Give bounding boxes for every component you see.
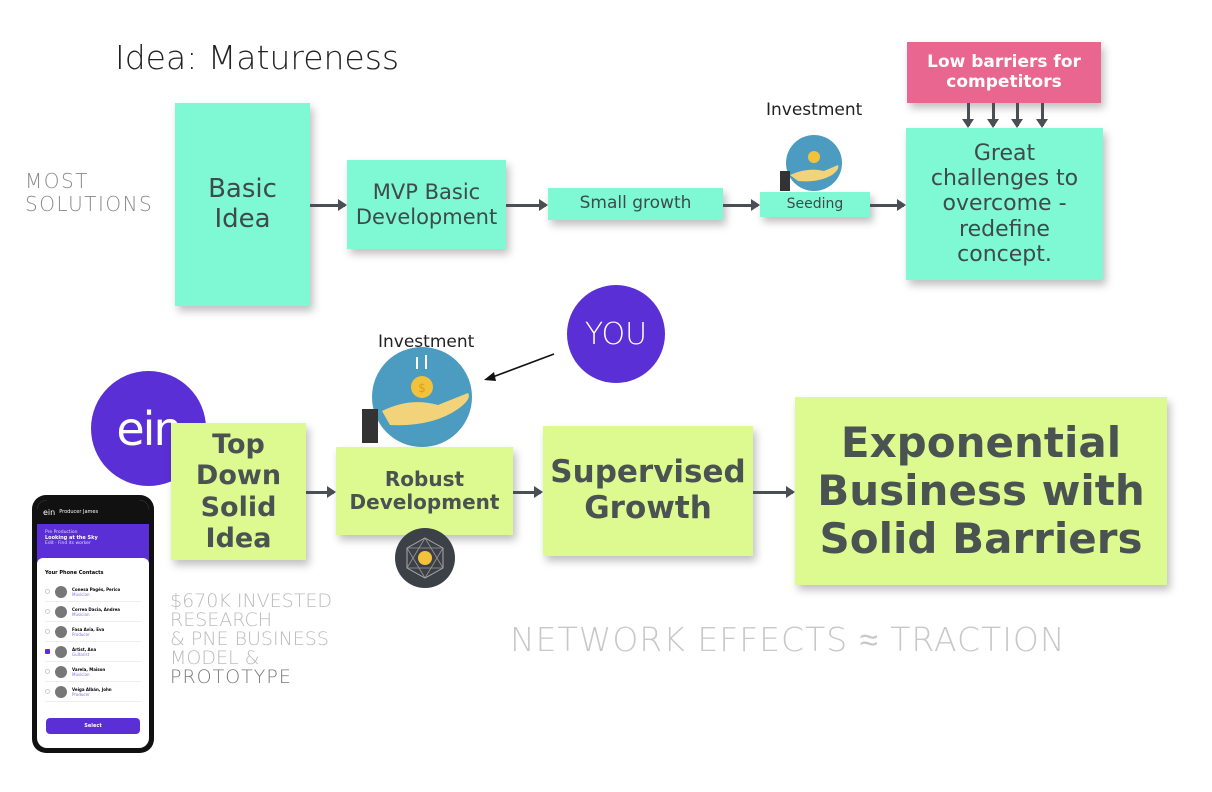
supervised-growth-box: Supervised Growth (543, 426, 753, 556)
invested-line: PROTOTYPE (170, 666, 292, 688)
contact-name: Varela, Maison (72, 666, 106, 672)
avatar (55, 685, 67, 698)
low-barriers-box: Low barriers for competitors (907, 42, 1101, 103)
row-label: MOST SOLUTIONS (25, 169, 154, 216)
phone-user[interactable]: Producer James (59, 509, 99, 515)
arrow (306, 486, 336, 498)
arrow-down (962, 103, 974, 128)
arrow (513, 486, 543, 498)
contact-checkbox[interactable] (45, 669, 50, 674)
investment-hand-coin-icon: $ (362, 347, 472, 447)
slide-title: Idea: Matureness (115, 38, 400, 77)
arrow-down (987, 103, 999, 128)
contact-name: Correa Dacia, Andrea (72, 606, 120, 612)
you-badge: YOU (567, 285, 665, 383)
contact-role: Producer (72, 631, 90, 637)
investment-label-bottom: Investment (378, 332, 475, 352)
avatar (55, 605, 67, 618)
contact-name: Fasa Avia, Eva (72, 626, 105, 632)
arrow (310, 199, 347, 211)
contact-checkbox[interactable] (45, 589, 50, 594)
phone-list-title: Your Phone Contacts (45, 570, 104, 576)
network-effects-text: NETWORK EFFECTS ≈ TRACTION (510, 620, 1066, 659)
you-arrow (484, 353, 555, 381)
phone-select-button[interactable]: Select (46, 718, 140, 734)
avatar (55, 625, 67, 638)
invested-line: $670K INVESTED (170, 590, 332, 612)
investment-label-top: Investment (766, 100, 863, 120)
avatar (55, 665, 67, 678)
contact-name: Artist, Ana (72, 646, 97, 652)
contact-role: Músician (72, 671, 90, 677)
contact-checkbox[interactable] (45, 649, 50, 654)
basic-idea-box: Basic Idea (175, 103, 310, 306)
phone-project: Looking at the Sky (45, 535, 98, 541)
robust-development-box: Robust Development (336, 447, 513, 535)
contact-role: Músician (72, 611, 90, 617)
phone-logo: ein (43, 507, 56, 517)
seeding-box: Seeding (760, 192, 870, 217)
exponential-business-box: Exponential Business with Solid Barriers (795, 397, 1167, 585)
contact-name: Veiga Albán, John (72, 686, 112, 692)
arrow (753, 486, 795, 498)
invested-line: RESEARCH (170, 609, 273, 631)
small-growth-box: Small growth (548, 188, 723, 220)
invested-line: MODEL & (170, 647, 260, 669)
you-text: YOU (584, 316, 648, 352)
challenges-box: Great challenges to overcome - redefine … (906, 128, 1103, 280)
mvp-box: MVP Basic Development (347, 160, 506, 249)
top-down-idea-box: Top Down Solid Idea (171, 423, 306, 560)
avatar (55, 645, 67, 658)
arrow (506, 199, 548, 211)
network-icon (395, 528, 455, 588)
arrow (723, 199, 760, 211)
contact-checkbox[interactable] (45, 629, 50, 634)
invested-line: & PNE BUSINESS (170, 628, 329, 650)
contact-name: Conesa Pagés, Perico (72, 586, 121, 592)
contact-role: Músician (72, 591, 90, 597)
svg-text:$: $ (418, 381, 426, 395)
invested-text: $670K INVESTED RESEARCH & PNE BUSINESS M… (170, 592, 332, 687)
phone-edit-line[interactable]: Edit · Find its worker (45, 541, 91, 546)
arrow-down (1036, 103, 1048, 128)
contact-role: Guitarist (72, 651, 90, 657)
phone-stage: Pre Production (45, 530, 78, 535)
contact-checkbox[interactable] (45, 609, 50, 614)
phone-mockup: ein Producer James Pre Production Lookin… (32, 495, 154, 753)
avatar (55, 585, 67, 598)
contact-role: Producer (72, 691, 90, 697)
contact-checkbox[interactable] (45, 689, 50, 694)
arrow (870, 199, 906, 211)
investment-hand-coin-icon (780, 135, 842, 191)
arrow-down (1011, 103, 1023, 128)
